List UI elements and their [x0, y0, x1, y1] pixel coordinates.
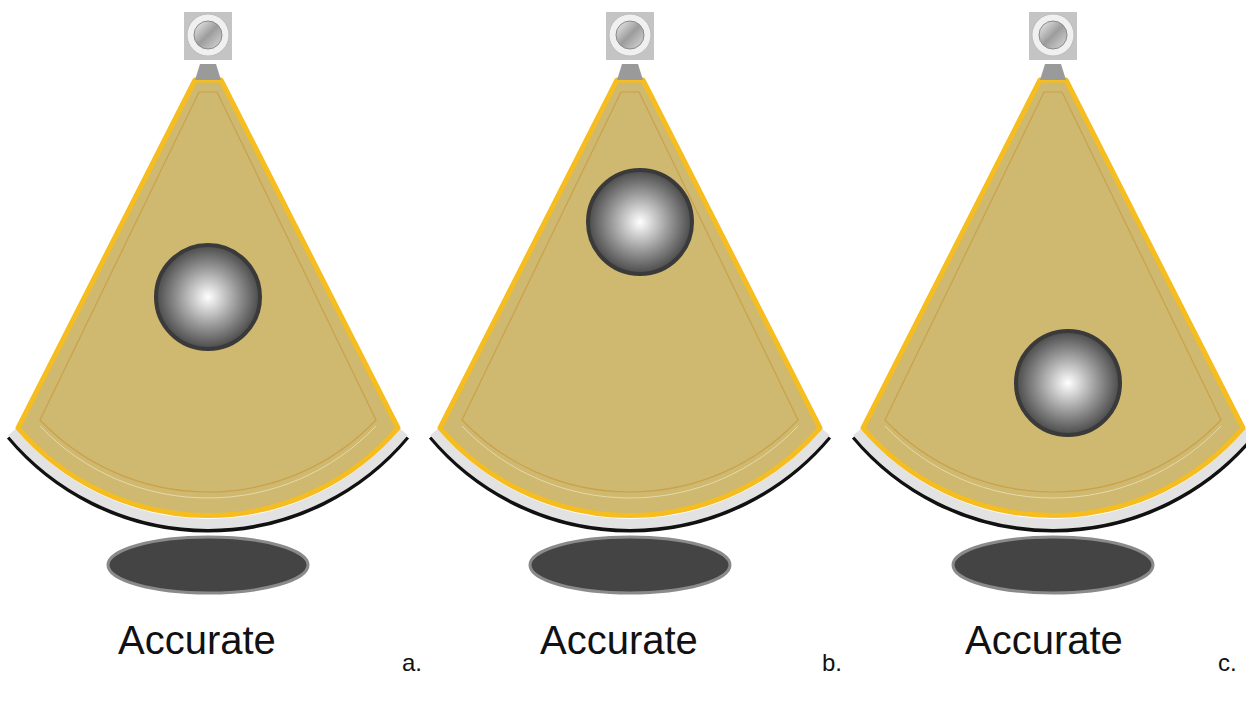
sensor-panel	[855, 12, 1246, 593]
target-sphere	[156, 245, 260, 349]
panel-letter: a.	[402, 650, 422, 676]
panel-letter: c.	[1218, 650, 1237, 676]
target-sphere	[1016, 331, 1120, 435]
panel-letter: b.	[822, 650, 842, 676]
result-label: Accurate	[540, 618, 698, 662]
result-label: Accurate	[118, 618, 276, 662]
result-label: Accurate	[965, 618, 1123, 662]
sensor-panel	[10, 12, 406, 593]
sensor-panel	[432, 12, 828, 593]
target-sphere	[588, 170, 692, 274]
